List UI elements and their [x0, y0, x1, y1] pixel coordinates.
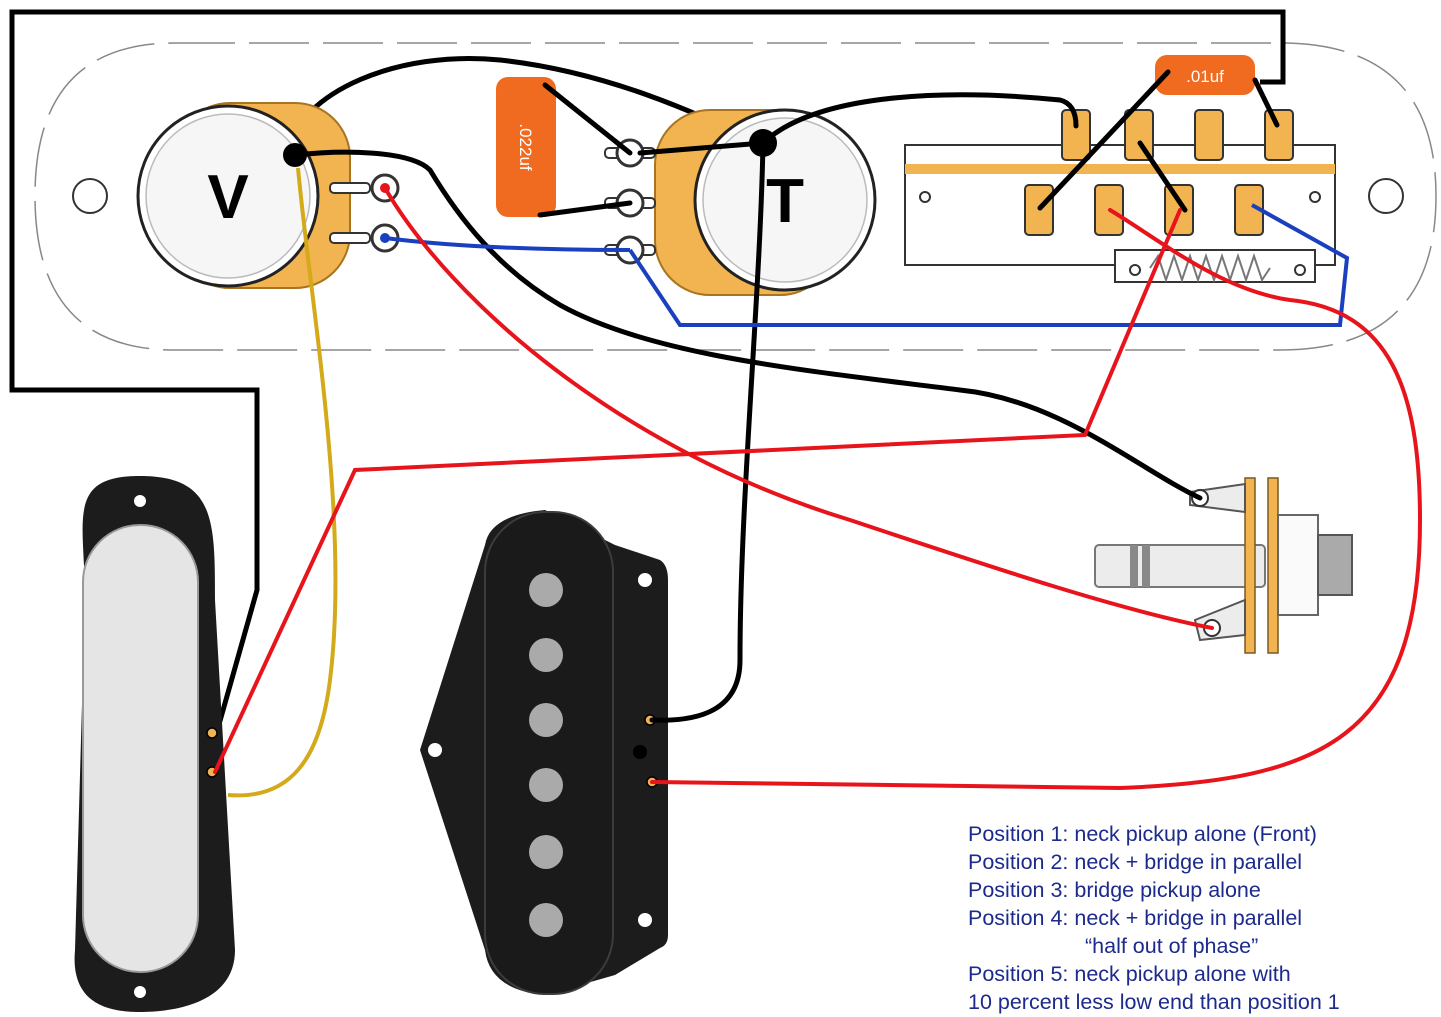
legend-position-4: Position 4: neck + bridge in parallel: [968, 906, 1303, 930]
blue-wires: [384, 203, 1350, 327]
neck-pickup: [74, 476, 235, 1012]
volume-solder-2: [380, 233, 390, 243]
black-wires: [294, 69, 1280, 723]
tone-capacitor-label: .022uf: [516, 123, 535, 171]
ground-junction-tone: [749, 129, 777, 157]
switch-capacitor-label: .01uf: [1186, 67, 1224, 86]
yellow-wire: [227, 167, 338, 798]
volume-solder-1: [380, 183, 390, 193]
tone-capacitor: .022uf: [496, 77, 556, 217]
legend-position-1: Position 1: neck pickup alone (Front): [968, 822, 1317, 846]
legend-position-2: Position 2: neck + bridge in parallel: [968, 850, 1303, 874]
legend-position-5-note: 10 percent less low end than position 1: [968, 990, 1340, 1014]
pickup-selector-switch[interactable]: [904, 109, 1336, 284]
ground-junction-volume: [283, 143, 307, 167]
tone-label: T: [766, 167, 804, 236]
switch-capacitor: .01uf: [1155, 55, 1255, 95]
legend-position-4-note: “half out of phase”: [1085, 934, 1259, 958]
legend-position-5: Position 5: neck pickup alone with: [968, 962, 1291, 986]
volume-label: V: [207, 163, 248, 232]
red-wires: [213, 186, 1423, 791]
plate-screw-left: [72, 178, 108, 214]
legend-position-3: Position 3: bridge pickup alone: [968, 878, 1261, 902]
plate-screw-right: [1368, 178, 1404, 214]
volume-pot[interactable]: V: [136, 102, 371, 289]
switch-positions-legend: Position 1: neck pickup alone (Front) Po…: [968, 820, 1428, 1016]
bridge-pickup: [420, 510, 668, 995]
output-jack: [1094, 477, 1353, 654]
